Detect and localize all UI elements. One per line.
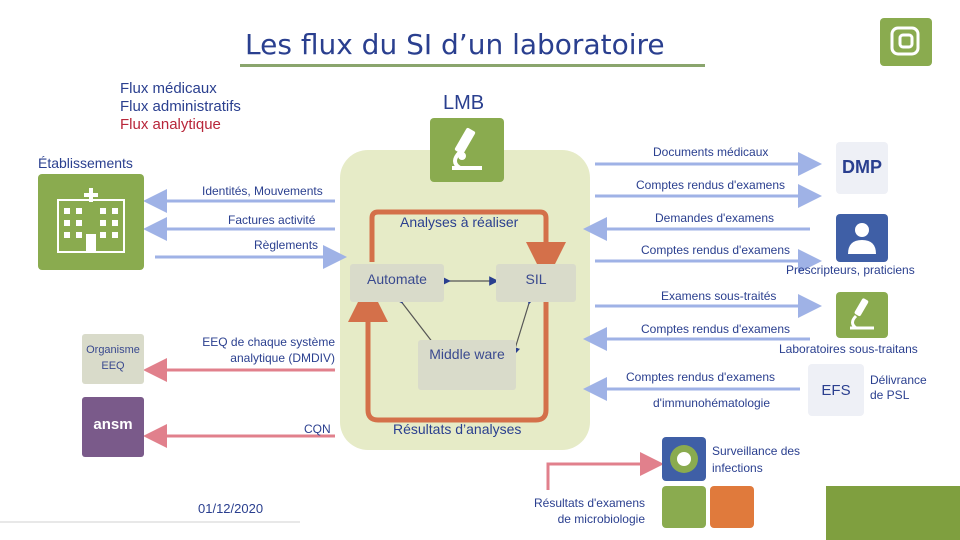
date-label: 01/12/2020 bbox=[198, 501, 264, 516]
dmp-text: DMP bbox=[842, 157, 882, 177]
organisme-eeq-box: Organisme EEQ bbox=[82, 334, 144, 384]
etablissements-label: Établissements bbox=[38, 155, 133, 171]
docs-medicaux-label: Documents médicaux bbox=[653, 145, 769, 159]
legend-medical: Flux médicaux bbox=[120, 80, 217, 97]
ansm-text: ansm bbox=[93, 416, 133, 433]
cqn-label: CQN bbox=[304, 422, 331, 436]
reglements-label: Règlements bbox=[254, 238, 319, 252]
middleware-box: Middle ware bbox=[418, 340, 516, 390]
cr-examens-4-label: Comptes rendus d'examens bbox=[626, 370, 776, 384]
microscope-icon bbox=[430, 118, 504, 182]
immuno-label: d'immunohématologie bbox=[653, 396, 771, 410]
efs-text: EFS bbox=[821, 382, 851, 399]
ecdc-logo-icon bbox=[662, 486, 706, 528]
page-title: Les flux du SI d’un laboratoire bbox=[245, 28, 665, 61]
legend-admin: Flux administratifs bbox=[120, 98, 241, 115]
prescripteurs-label: Prescripteurs, praticiens bbox=[786, 263, 915, 277]
title-underline bbox=[240, 64, 705, 67]
cclin-logo-icon bbox=[662, 437, 706, 481]
ansm-logo: ansm bbox=[82, 397, 144, 457]
cr-examens-1-label: Comptes rendus d'examens bbox=[636, 178, 786, 192]
sante-publique-logo-icon bbox=[710, 486, 754, 528]
logo-icon bbox=[880, 18, 932, 66]
demandes-label: Demandes d'examens bbox=[655, 211, 775, 225]
efs-logo: EFS bbox=[808, 364, 864, 416]
legend-analytic: Flux analytique bbox=[120, 116, 221, 133]
automate-box: Automate bbox=[350, 264, 444, 302]
cr-examens-3-label: Comptes rendus d'examens bbox=[641, 322, 791, 336]
labos-sous-traitants-label: Laboratoires sous-traitans bbox=[779, 342, 918, 356]
identites-label: Identités, Mouvements bbox=[202, 184, 323, 198]
analyses-label: Analyses à réaliser bbox=[400, 214, 519, 230]
lmb-label: LMB bbox=[443, 92, 485, 114]
legend: Flux médicaux Flux administratifs Flux a… bbox=[120, 80, 241, 134]
factures-label: Factures activité bbox=[228, 213, 316, 227]
dmp-logo: DMP bbox=[836, 142, 888, 194]
delivrance-label: Délivrance de PSL bbox=[870, 373, 927, 402]
surveillance-label: Surveillance des infections bbox=[712, 444, 801, 475]
results-loop bbox=[348, 282, 549, 423]
sous-traites-label: Examens sous-traités bbox=[661, 289, 777, 303]
microbio-label: Résultats d'examens de microbiologie bbox=[533, 496, 645, 526]
analyses-arrow bbox=[369, 209, 566, 282]
sil-box: SIL bbox=[496, 264, 576, 302]
hospital-icon bbox=[38, 174, 144, 270]
doctor-icon bbox=[836, 214, 888, 262]
lab-panel bbox=[340, 150, 590, 450]
resultats-label: Résultats d’analyses bbox=[393, 421, 522, 437]
lab-microscope-icon bbox=[836, 292, 888, 338]
eeq-label: EEQ de chaque système analytique (DMDIV) bbox=[202, 335, 335, 365]
sil-middleware-link bbox=[510, 294, 536, 357]
cr-examens-2-label: Comptes rendus d'examens bbox=[641, 243, 791, 257]
